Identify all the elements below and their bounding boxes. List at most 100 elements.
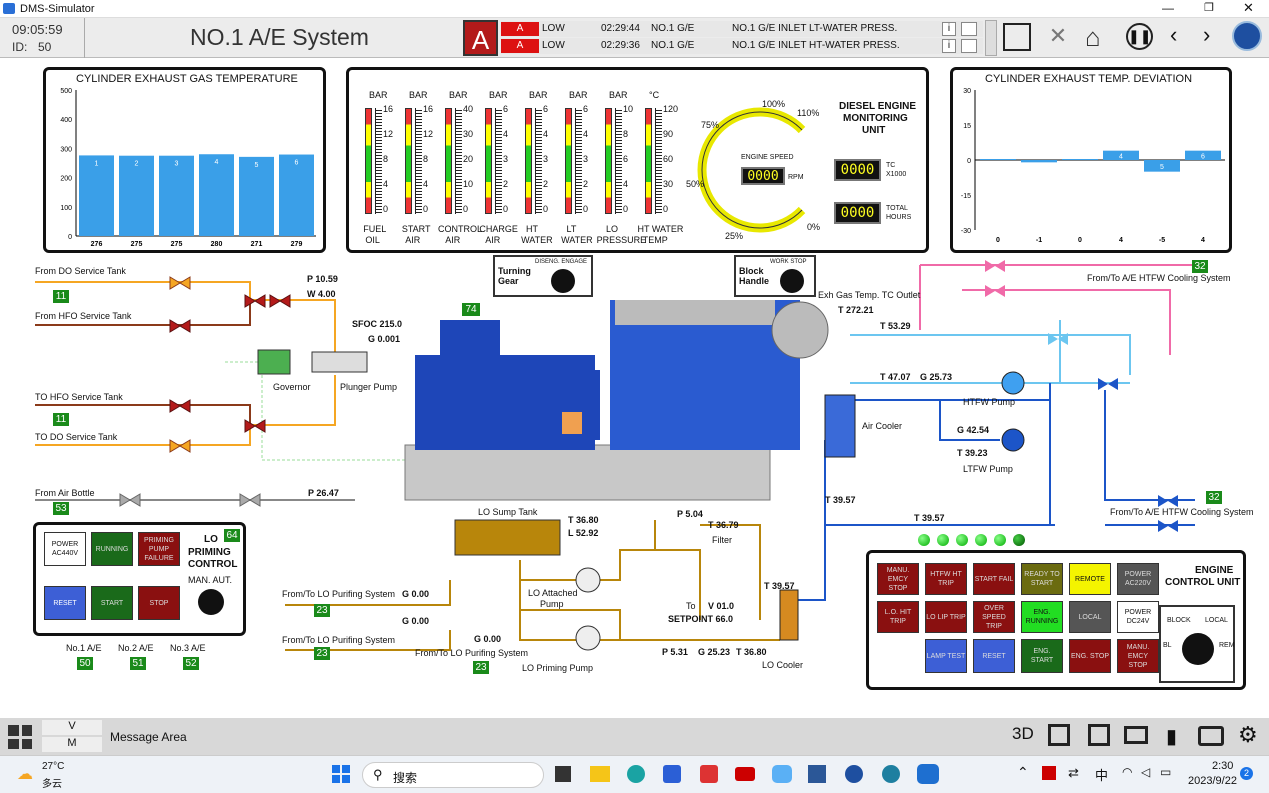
m-toggle[interactable]: M (42, 737, 102, 752)
huawei-icon[interactable] (735, 767, 755, 781)
ecu-button[interactable]: POWER DC24V (1117, 601, 1159, 633)
ship-icon[interactable] (882, 765, 900, 783)
priming-stop-button[interactable]: STOP (138, 586, 180, 620)
wifi-icon[interactable]: ◠ (1122, 765, 1133, 779)
engine-speed-label: ENGINE SPEED (741, 154, 794, 161)
pause-icon[interactable]: ❚❚ (1126, 23, 1153, 50)
clock: 09:05:59 (12, 22, 63, 37)
ecu-button[interactable]: HTFW HT TRIP (925, 563, 967, 595)
3d-icon[interactable]: 3D (1012, 724, 1034, 743)
block-handle-knob[interactable] (780, 269, 804, 293)
ecu-button[interactable]: LOCAL (1069, 601, 1111, 633)
prev-icon[interactable]: ‹ (1170, 22, 1178, 47)
edge-icon[interactable] (627, 765, 645, 783)
dmu-title-1: DIESEL ENGINE (839, 101, 917, 112)
dms-logo-icon[interactable] (845, 765, 863, 783)
taskbar-date[interactable]: 2023/9/22 (1188, 775, 1237, 787)
gauge-tick: 6 (503, 104, 509, 114)
close-button[interactable]: ✕ (1243, 0, 1254, 15)
turning-gear-box[interactable]: Turning Gear DISENG. ENGAGE (493, 255, 593, 297)
v-toggle[interactable]: V (42, 720, 102, 735)
engine-speed-display: 0000 (741, 167, 785, 185)
taskbar-time[interactable]: 2:30 (1212, 760, 1234, 772)
mode-switch-knob[interactable] (1182, 633, 1214, 665)
app-m-icon[interactable] (700, 765, 718, 783)
notification-badge[interactable]: 2 (1240, 767, 1253, 780)
ime-indicator[interactable]: 中 (1095, 768, 1109, 783)
ecu-button[interactable]: MANU. EMCY STOP (1117, 639, 1159, 673)
cloud-icon[interactable] (772, 765, 792, 783)
block-local-selector[interactable]: BLOCK LOCAL BL REM (1159, 605, 1235, 683)
indicator-lamp (1013, 534, 1025, 546)
ae-no3-num[interactable]: 52 (183, 657, 199, 670)
start-icon[interactable] (332, 765, 350, 783)
alarm-ack-icon[interactable] (961, 22, 977, 36)
next-icon[interactable]: › (1203, 22, 1211, 47)
ecu-button[interactable]: LO LIP TRIP (925, 601, 967, 633)
grid-menu-icon[interactable] (8, 725, 32, 749)
torch-icon[interactable]: ▮ (1166, 726, 1178, 748)
ae-no1-num[interactable]: 50 (77, 657, 93, 670)
tray-chevron-icon[interactable]: ⌃ (1017, 764, 1029, 780)
turning-gear-knob[interactable] (551, 269, 575, 293)
ecu-button[interactable]: POWER AC220V (1117, 563, 1159, 595)
fullscreen-icon[interactable] (1003, 23, 1031, 51)
taskbar-search[interactable]: ⚲ 搜索 (362, 762, 544, 788)
file-explorer-icon[interactable] (590, 766, 610, 782)
maximize-button[interactable]: ❐ (1204, 2, 1214, 14)
window-titlebar: DMS-Simulator — ❐ ✕ (0, 0, 1269, 18)
gauge-tick: 4 (383, 179, 389, 189)
battery-icon[interactable]: ▭ (1160, 765, 1172, 779)
word-icon[interactable] (808, 765, 826, 783)
ecu-button[interactable]: RESET (973, 639, 1015, 673)
minimize-button[interactable]: — (1162, 1, 1174, 15)
alarm-scrollbar[interactable] (985, 20, 997, 56)
gauge-name-2: AIR (405, 235, 421, 245)
filter-temp: T 36.79 (708, 520, 739, 530)
store-icon[interactable] (663, 765, 681, 783)
alarm-info-icon[interactable]: i (942, 22, 956, 36)
deviation-title: CYLINDER EXHAUST TEMP. DEVIATION (985, 73, 1193, 85)
gauge-tick: 12 (383, 129, 394, 139)
gauge-tick: 120 (663, 104, 679, 114)
clock-area: 09:05:59 ID: 50 (0, 18, 85, 58)
man-aut-switch[interactable] (198, 589, 224, 615)
lo-priming-panel: 64 LO PRIMING CONTROL POWER AC440V RUNNI… (33, 522, 246, 636)
volume-icon[interactable]: ◁ (1141, 765, 1151, 779)
task-view-icon[interactable] (555, 766, 571, 782)
alarm-ack-icon[interactable] (961, 39, 977, 53)
block-handle-box[interactable]: Block Handle WORK STOP (734, 255, 816, 297)
home-icon[interactable]: ⌂ (1085, 22, 1101, 52)
priming-reset-button[interactable]: RESET (44, 586, 86, 620)
exh-bar (239, 156, 274, 236)
dev-bar-value: -1 (1036, 237, 1042, 244)
ecu-button[interactable]: ENG. STOP (1069, 639, 1111, 673)
lt-return-temp-2: T 39.57 (914, 513, 945, 523)
ecu-button[interactable]: ENG. START (1021, 639, 1063, 673)
ae-no2-num[interactable]: 51 (130, 657, 146, 670)
ecu-button[interactable]: START FAIL (973, 563, 1015, 595)
gauge-unit: BAR (529, 90, 548, 100)
alarm-ack-button[interactable]: A (463, 20, 498, 56)
ecu-button[interactable]: LAMP TEST (925, 639, 967, 673)
dms-simulator-icon[interactable] (917, 764, 939, 784)
mute-icon[interactable]: ✕ (1048, 23, 1068, 48)
ecu-button[interactable]: ENG. RUNNING (1021, 601, 1063, 633)
ecu-button[interactable]: MANU. EMCY STOP (877, 563, 919, 595)
ecu-button[interactable]: OVER SPEED TRIP (973, 601, 1015, 633)
ecu-button[interactable]: READY TO START (1021, 563, 1063, 595)
ecu-button[interactable]: L.O. HIT TRIP (877, 601, 919, 633)
save-as-icon[interactable] (1088, 724, 1110, 746)
ecu-button[interactable]: REMOTE (1069, 563, 1111, 595)
priming-start-button[interactable]: START (91, 586, 133, 620)
tray-sync-icon[interactable]: ⇄ (1068, 765, 1079, 780)
settings-icon[interactable]: ⚙ (1238, 722, 1258, 747)
open-folder-icon[interactable] (1124, 726, 1148, 744)
tray-app-icon[interactable] (1042, 766, 1056, 780)
camera-icon[interactable] (1198, 726, 1224, 746)
alarm-info-icon[interactable]: i (942, 39, 956, 53)
save-icon[interactable] (1048, 724, 1070, 746)
exh-bar-value: 280 (211, 241, 223, 248)
